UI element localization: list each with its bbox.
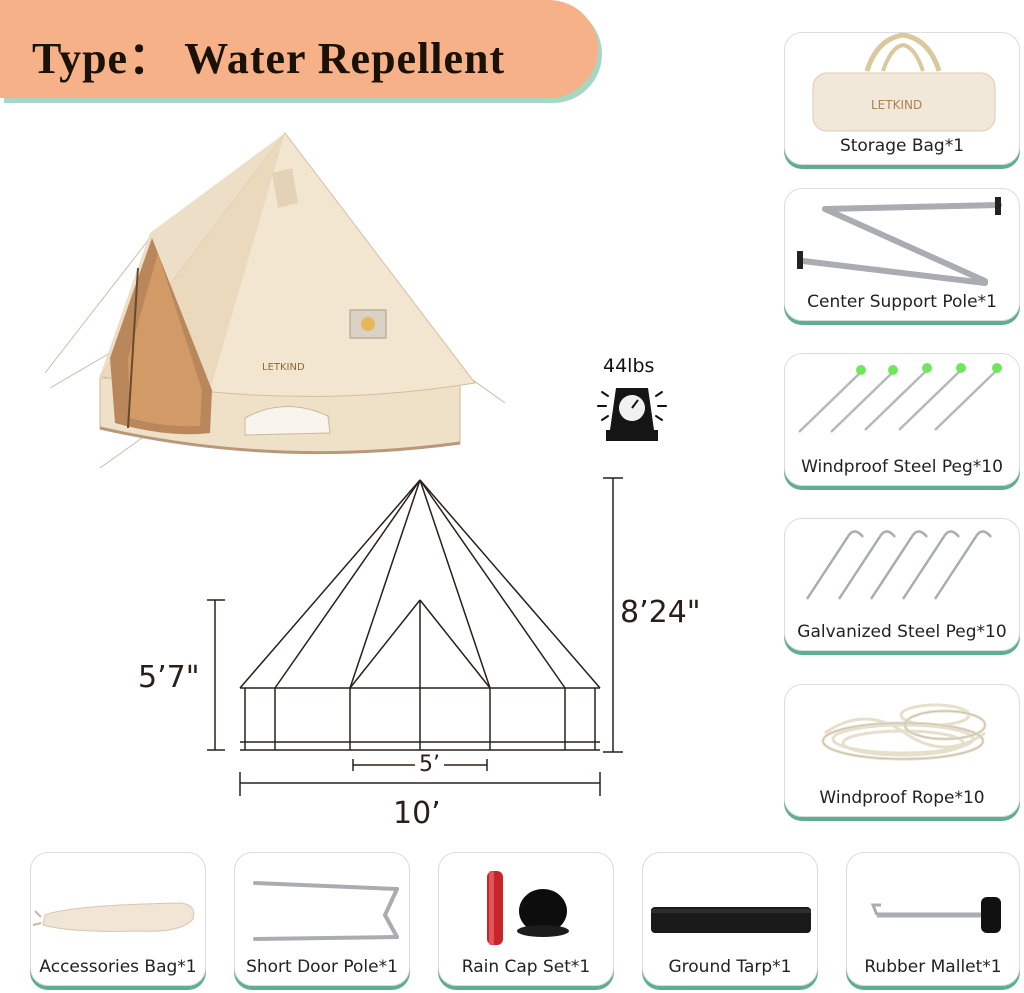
center-support-pole-card: Center Support Pole*1 (784, 188, 1020, 321)
door-width-label: 5’ (415, 752, 444, 777)
short-door-pole-card: Short Door Pole*1 (234, 852, 410, 986)
short-door-pole-image (253, 881, 399, 941)
rubber-mallet-card: Rubber Mallet*1 (846, 852, 1020, 986)
galvanized-steel-peg-card: Galvanized Steel Peg*10 (784, 518, 1020, 651)
rain-cap-set-image (487, 871, 569, 945)
storage-bag-label: Storage Bag*1 (839, 136, 965, 156)
windproof-rope-image (821, 703, 987, 761)
rain-cap-set-card: Rain Cap Set*1 (438, 852, 614, 986)
windproof-steel-peg-label: Windproof Steel Peg*10 (801, 457, 1003, 477)
windproof-steel-peg-card: Windproof Steel Peg*10 (784, 353, 1020, 486)
windproof-rope-card: Windproof Rope*10 (784, 684, 1020, 817)
ground-tarp-image (651, 907, 811, 933)
ground-tarp-label: Ground Tarp*1 (668, 957, 792, 977)
accessories-bag-card: Accessories Bag*1 (30, 852, 206, 986)
bell-tent-illustration: LETKIND (44, 132, 506, 469)
weight-scale-icon (597, 388, 667, 441)
tent-brand-logo: LETKIND (262, 362, 305, 373)
storage-bag-brand: LETKIND (871, 98, 922, 112)
wall-height-label: 5’7" (138, 660, 200, 695)
storage-bag-image: LETKIND (812, 33, 996, 132)
galvanized-steel-peg-label: Galvanized Steel Peg*10 (797, 622, 1007, 642)
accessories-bag-label: Accessories Bag*1 (39, 957, 197, 977)
windproof-rope-label: Windproof Rope*10 (819, 788, 985, 808)
diameter-label: 10’ (393, 796, 441, 831)
banner-title: Type： Water Repellent (32, 34, 506, 83)
short-door-pole-label: Short Door Pole*1 (246, 957, 398, 977)
rubber-mallet-image (870, 897, 1001, 933)
windproof-steel-peg-image (798, 363, 1002, 433)
center-support-pole-image (797, 197, 1002, 286)
title-banner (0, 0, 598, 98)
center-support-pole-label: Center Support Pole*1 (807, 292, 997, 312)
galvanized-steel-peg-image (805, 530, 992, 600)
ground-tarp-card: Ground Tarp*1 (642, 852, 818, 986)
tent-dimension-diagram (207, 477, 623, 796)
weight-label: 44lbs (603, 355, 655, 377)
center-height-label: 8’24" (620, 595, 701, 630)
rain-cap-set-label: Rain Cap Set*1 (461, 957, 591, 977)
storage-bag-card: LETKIND Storage Bag*1 (784, 32, 1020, 165)
accessories-bag-image (32, 902, 195, 932)
rubber-mallet-label: Rubber Mallet*1 (864, 957, 1002, 977)
